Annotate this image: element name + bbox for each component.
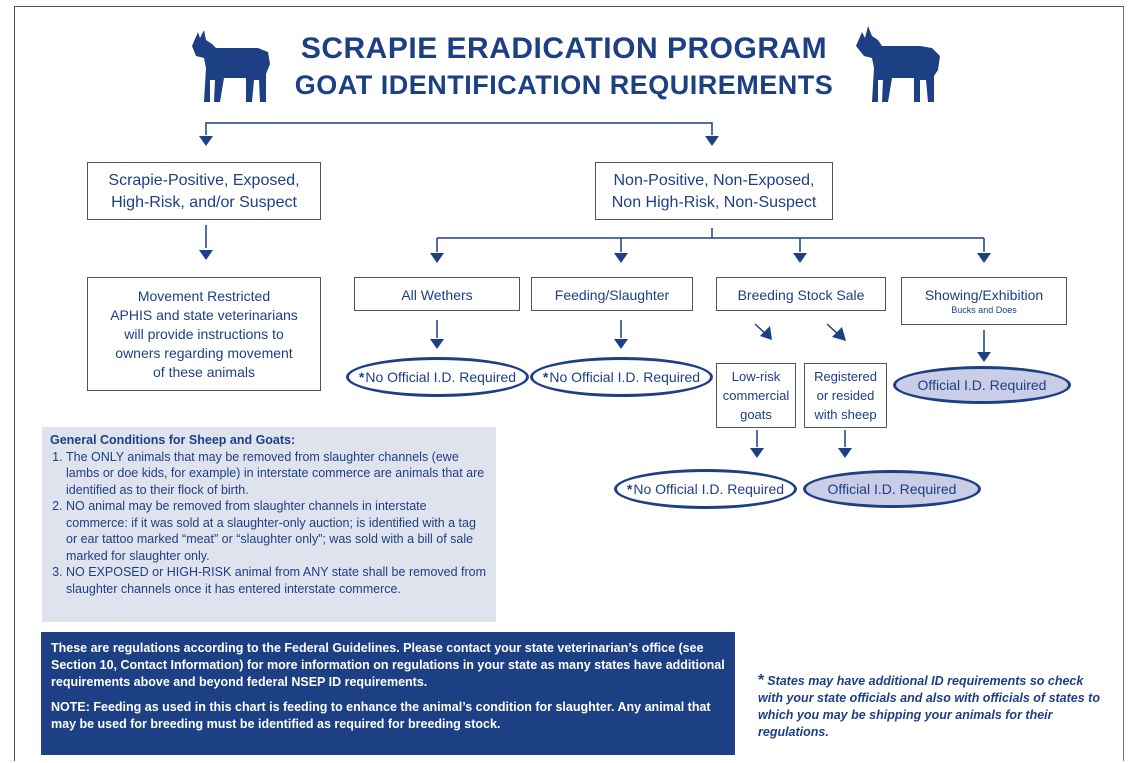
general-condition-item: NO EXPOSED or HIGH-RISK animal from ANY … [66, 564, 488, 597]
general-condition-item: The ONLY animals that may be removed fro… [66, 449, 488, 499]
outcome-showing-id-required: Official I.D. Required [893, 366, 1071, 404]
outcome-feeding-no-id: *No Official I.D. Required [530, 357, 713, 397]
outcome-registered-text: Official I.D. Required [827, 481, 957, 497]
node-restricted-line5: of these animals [153, 364, 255, 380]
general-conditions-heading: General Conditions for Sheep and Goats: [50, 433, 296, 447]
page-frame [14, 6, 1124, 761]
node-breeding-label: Breeding Stock Sale [737, 287, 865, 303]
node-registered-line1: Registered [814, 369, 877, 384]
general-conditions-panel: General Conditions for Sheep and Goats: … [42, 427, 496, 622]
outcome-feeding-text: No Official I.D. Required [549, 369, 701, 385]
node-feeding-label: Feeding/Slaughter [554, 287, 670, 303]
title-line-2: GOAT IDENTIFICATION REQUIREMENTS [294, 70, 834, 100]
node-lowrisk: Low-risk commercial goats [716, 363, 796, 428]
general-condition-item: NO animal may be removed from slaughter … [66, 498, 488, 564]
node-nonpositive-line1: Non-Positive, Non-Exposed, [613, 172, 815, 189]
node-restricted-line4: owners regarding movement [115, 345, 293, 361]
node-lowrisk-line3: goats [740, 407, 772, 422]
footnote: *States may have additional ID requireme… [758, 672, 1108, 741]
asterisk-icon: * [626, 481, 633, 497]
node-nonpositive: Non-Positive, Non-Exposed, Non High-Risk… [595, 162, 833, 220]
footnote-text: States may have additional ID requiremen… [758, 674, 1100, 739]
node-lowrisk-line1: Low-risk [731, 369, 781, 384]
outcome-showing-text: Official I.D. Required [917, 377, 1047, 393]
node-feeding: Feeding/Slaughter [531, 277, 693, 311]
node-wethers-label: All Wethers [401, 287, 473, 303]
asterisk-icon: * [542, 369, 549, 385]
outcome-lowrisk-no-id: *No Official I.D. Required [614, 469, 797, 509]
node-wethers: All Wethers [354, 277, 520, 311]
node-restricted-line1: Movement Restricted [137, 288, 271, 304]
node-positive-line1: Scrapie-Positive, Exposed, [108, 172, 300, 189]
node-breeding: Breeding Stock Sale [716, 277, 886, 311]
node-registered-line2: or resided [816, 388, 875, 403]
goat-right-icon [856, 26, 940, 102]
feeding-note-text: NOTE: Feeding as used in this chart is f… [51, 700, 711, 731]
goat-left-icon [192, 30, 270, 102]
outcome-wethers-no-id: *No Official I.D. Required [346, 357, 529, 397]
node-registered-line3: with sheep [814, 407, 877, 422]
outcome-registered-id-required: Official I.D. Required [803, 470, 981, 508]
node-registered: Registered or resided with sheep [804, 363, 887, 428]
node-lowrisk-line2: commercial [722, 388, 790, 403]
node-restricted-line3: will provide instructions to [124, 326, 284, 342]
federal-guidelines-text: These are regulations according to the F… [51, 641, 725, 689]
federal-guidelines-panel: These are regulations according to the F… [41, 632, 735, 755]
title-line-1: SCRAPIE ERADICATION PROGRAM [300, 32, 828, 65]
asterisk-icon: * [358, 369, 365, 385]
node-restricted: Movement Restricted APHIS and state vete… [87, 277, 321, 391]
outcome-wethers-text: No Official I.D. Required [365, 369, 517, 385]
asterisk-icon: * [758, 672, 765, 689]
node-showing-line2: Bucks and Does [951, 305, 1017, 315]
node-restricted-line2: APHIS and state veterinarians [110, 307, 298, 323]
node-positive-line2: High-Risk, and/or Suspect [111, 194, 297, 211]
node-nonpositive-line2: Non High-Risk, Non-Suspect [611, 194, 817, 211]
node-showing-line1: Showing/Exhibition [924, 287, 1044, 303]
outcome-lowrisk-text: No Official I.D. Required [633, 481, 785, 497]
node-showing: Showing/Exhibition Bucks and Does [901, 277, 1067, 325]
general-conditions-list: The ONLY animals that may be removed fro… [50, 449, 488, 598]
node-positive: Scrapie-Positive, Exposed, High-Risk, an… [87, 162, 321, 220]
